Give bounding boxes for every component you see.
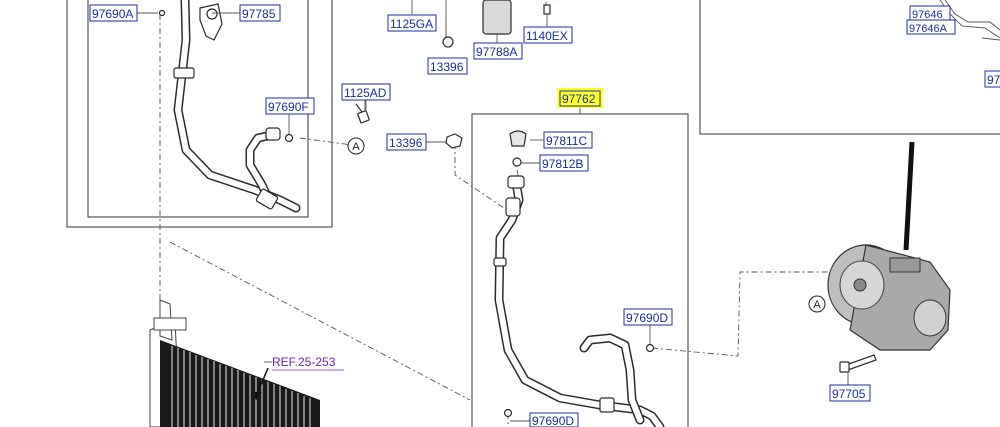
label-1140EX[interactable]: 1140EX xyxy=(523,26,573,44)
label-97690F[interactable]: 97690F xyxy=(265,97,315,115)
label-97-edge[interactable]: 97 xyxy=(984,70,1000,88)
o-ring-97690D xyxy=(645,343,655,353)
label-13396-top[interactable]: 13396 xyxy=(427,57,468,75)
o-ring-97690D-lower xyxy=(503,408,513,418)
cap-97811C xyxy=(509,130,527,147)
svg-text:97690D: 97690D xyxy=(532,414,574,427)
svg-text:97811C: 97811C xyxy=(546,134,587,148)
left-detail-frame xyxy=(66,0,333,228)
label-97690A[interactable]: 97690A xyxy=(89,4,138,22)
o-ring-97690F xyxy=(284,133,294,143)
svg-text:97690A: 97690A xyxy=(92,7,133,21)
svg-text:97812B: 97812B xyxy=(542,157,583,171)
compressor xyxy=(827,141,951,351)
svg-text:97788A: 97788A xyxy=(476,45,517,59)
label-97646A[interactable]: 97646A xyxy=(906,19,956,35)
label-13396-mid[interactable]: 13396 xyxy=(386,133,427,151)
right-detail-frame xyxy=(699,0,1000,135)
part-97788A xyxy=(482,0,512,35)
svg-text:1125AD: 1125AD xyxy=(344,86,387,100)
svg-text:97646A: 97646A xyxy=(909,23,948,35)
frames xyxy=(66,0,1000,427)
svg-text:97762: 97762 xyxy=(562,92,596,106)
label-97705[interactable]: 97705 xyxy=(829,384,871,402)
bolt-97705 xyxy=(839,354,877,386)
reference-label[interactable]: REF.25-253 xyxy=(272,355,344,371)
label-97762-highlighted[interactable]: 97762 xyxy=(557,88,603,108)
nut-13396-mid xyxy=(445,133,463,149)
bolt-1125AD xyxy=(355,100,370,124)
top-parts xyxy=(411,0,557,48)
svg-text:1140EX: 1140EX xyxy=(526,29,568,43)
label-97788A[interactable]: 97788A xyxy=(473,42,523,60)
centerlines xyxy=(159,2,835,427)
svg-text:1125GA: 1125GA xyxy=(390,17,433,31)
svg-text:97785: 97785 xyxy=(242,7,276,21)
bolt-1140EX xyxy=(543,4,551,15)
svg-text:13396: 13396 xyxy=(389,136,423,150)
svg-text:A: A xyxy=(352,141,360,153)
label-97785[interactable]: 97785 xyxy=(239,4,281,22)
o-ring-97690A xyxy=(158,9,166,17)
svg-text:A: A xyxy=(813,299,821,311)
label-97811C[interactable]: 97811C xyxy=(543,131,593,149)
center-hose xyxy=(445,130,665,427)
cap-97812B xyxy=(512,157,522,167)
label-1125GA[interactable]: 1125GA xyxy=(387,14,437,32)
svg-text:97: 97 xyxy=(987,73,1000,87)
svg-text:97705: 97705 xyxy=(832,387,866,401)
svg-text:97690D: 97690D xyxy=(626,311,668,325)
left-hose xyxy=(158,0,301,213)
label-1125AD[interactable]: 1125AD xyxy=(341,83,391,101)
svg-text:REF.25-253: REF.25-253 xyxy=(272,355,336,369)
label-leaders xyxy=(137,12,651,422)
fitting-97690F xyxy=(265,127,281,141)
svg-text:97690F: 97690F xyxy=(268,100,309,114)
label-97690D-bottom[interactable]: 97690D xyxy=(529,412,579,427)
nut-13396-top xyxy=(442,36,454,48)
label-97690D[interactable]: 97690D xyxy=(623,308,673,326)
connection-marker-right: A xyxy=(808,295,826,313)
fitting-upper xyxy=(507,175,525,189)
connection-marker-left: A xyxy=(347,137,365,155)
condenser xyxy=(149,299,320,427)
svg-text:13396: 13396 xyxy=(430,60,464,74)
label-97646[interactable]: 97646 xyxy=(909,5,951,21)
svg-text:97646: 97646 xyxy=(912,9,943,21)
label-97812B[interactable]: 97812B xyxy=(539,154,589,172)
